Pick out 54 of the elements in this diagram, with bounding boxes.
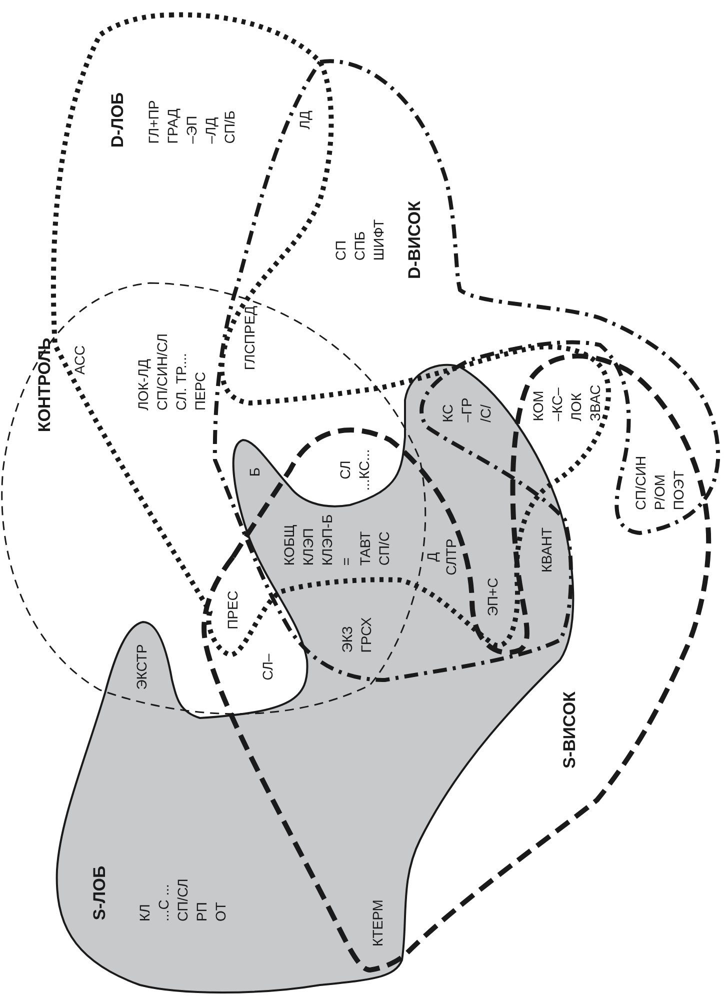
term-label: Д [423, 552, 441, 562]
term-label: КОБЩ [280, 524, 298, 566]
term-label: Р/ОМ [650, 474, 668, 510]
term-label: ПРЕС [224, 590, 242, 630]
term-label: СП/С [375, 531, 393, 566]
term-label: СП [332, 240, 350, 261]
term-label: КС [438, 404, 456, 422]
term-label: КВАНТ [538, 527, 556, 573]
term-label: СЛ. ТР.... [172, 353, 190, 411]
term-label: ОТ [212, 902, 230, 922]
term-label: ПЕРС [191, 372, 209, 411]
term-label: ШИФТ [370, 219, 388, 261]
term-label: ГЛ+ПР [144, 100, 162, 144]
term-label: –ГР [458, 398, 476, 422]
term-label: Б [246, 467, 264, 477]
term-label: СЛ [336, 460, 354, 480]
region-heading: S-ЛОБ [90, 866, 110, 920]
term-label: СП/СЛ [174, 878, 192, 922]
term-label: ЭКСТР [132, 644, 150, 690]
term-label: СП/СИН/СЛ [153, 333, 171, 411]
term-label: –КС– [548, 388, 566, 422]
term-label: СПБ [350, 231, 368, 261]
term-label: ГРАД [164, 108, 182, 144]
term-label: АСС [70, 345, 88, 375]
region-heading: КОНТРОЛЬ [35, 338, 55, 432]
term-label: СП/СИН [632, 456, 650, 510]
term-label: КЛЭП [299, 528, 317, 566]
term-label: ЛОК [567, 393, 585, 422]
term-label: /С/ [476, 404, 494, 422]
term-label: РП [192, 902, 210, 922]
term-label: ГЛСПРЕД [240, 306, 258, 370]
term-label: ЛОК-ЛД [134, 358, 152, 411]
region-heading: D-ВИСОК [405, 201, 425, 279]
term-label: КОМ [529, 390, 547, 422]
term-label: ГРСХ [357, 617, 375, 653]
term-label: ...С ... [154, 884, 172, 922]
term-label: ТАВТ [356, 531, 374, 566]
term-label: ЗВАС [586, 384, 604, 422]
term-label: –ЛД [202, 117, 220, 144]
term-label: КЛЭП-Б [318, 514, 336, 566]
term-label: ...КС... [355, 449, 373, 491]
term-label: КТЕРМ [368, 900, 386, 946]
term-label: = [337, 557, 355, 566]
term-label: ЛД [296, 110, 314, 130]
term-label: ЭКЗ [338, 626, 356, 653]
term-label: СП/Б [220, 110, 238, 144]
region-heading: D-ЛОБ [108, 92, 128, 148]
term-label: СЛТР [442, 538, 460, 576]
term-label: ПОЭТ [670, 470, 688, 510]
term-label: КЛ [136, 904, 154, 922]
term-label: ЭП+С [484, 578, 502, 616]
term-label: СЛ– [258, 654, 276, 680]
region-heading: S-ВИСОК [560, 692, 580, 768]
term-label: –ЭП [182, 116, 200, 144]
